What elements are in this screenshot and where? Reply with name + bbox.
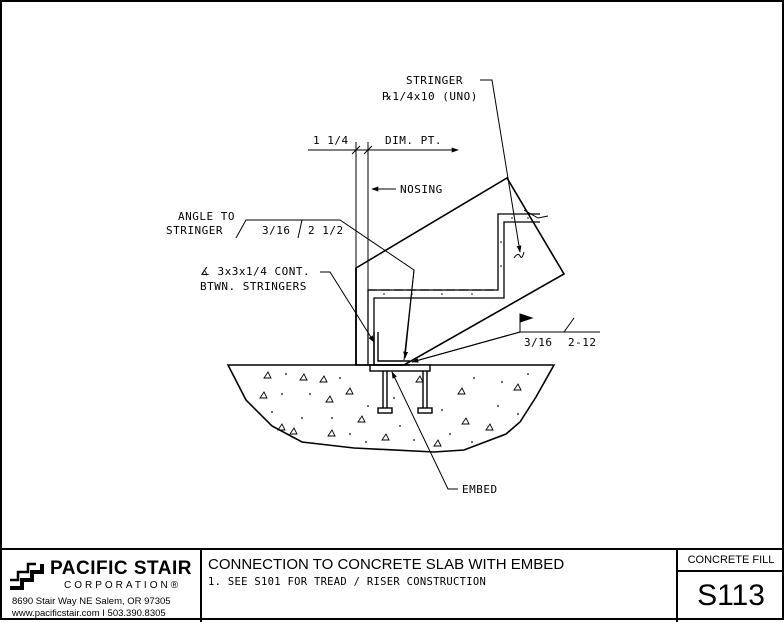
- nosing-label: NOSING: [400, 183, 443, 196]
- embed-leader: [391, 371, 458, 490]
- weld-leader-angle-to-embed: [411, 331, 521, 363]
- drawing-note: 1. SEE S101 FOR TREAD / RISER CONSTRUCTI…: [208, 576, 487, 588]
- dimension-1-1-4: [308, 142, 459, 290]
- angle-cont-label: ∡ 3x3x1/4 CONT.: [200, 265, 310, 278]
- drawing-title: CONNECTION TO CONCRETE SLAB WITH EMBED: [208, 556, 565, 573]
- continuous-angle: [373, 332, 410, 366]
- tread-riser-pan: [367, 209, 549, 365]
- angle-cont-stringers-label: BTWN. STRINGERS: [200, 280, 307, 293]
- concrete-slab: [226, 364, 556, 453]
- company-subtitle: CORPORATION®: [64, 580, 182, 591]
- weld-size-b-label: 3/16: [524, 336, 553, 349]
- company-info: PACIFIC STAIR CORPORATION® 8690 Stair Wa…: [2, 550, 202, 622]
- detail-category: CONCRETE FILL: [678, 550, 784, 572]
- stringer-label: STRINGER: [406, 74, 463, 87]
- stringer: [355, 176, 566, 366]
- company-name: PACIFIC STAIR: [50, 558, 192, 579]
- company-contact: www.pacificstair.com I 503.390.8305: [12, 608, 166, 619]
- concrete-fill-dots: [383, 217, 529, 295]
- weld-length-label: 2 1/2: [308, 224, 344, 237]
- embed-plate: [369, 364, 433, 414]
- weld-length-b-label: 2-12: [568, 336, 597, 349]
- title-block: PACIFIC STAIR CORPORATION® 8690 Stair Wa…: [2, 548, 784, 622]
- connection-detail-drawing: 1 1/4 DIM. PT. NOSING STRINGER ℞1/4x10 (…: [166, 74, 600, 496]
- stringer-leader: [480, 79, 522, 253]
- stringer-size-label: ℞1/4x10 (UNO): [382, 90, 478, 103]
- weld-leader-angle-to-stringer: [403, 269, 415, 359]
- weld-size-label: 3/16: [262, 224, 291, 237]
- sheet-number: S113: [697, 579, 765, 612]
- drawing-title-cell: CONNECTION TO CONCRETE SLAB WITH EMBED 1…: [202, 550, 678, 622]
- angle-to-label: ANGLE TO: [178, 210, 235, 223]
- stair-logo-icon: [10, 562, 44, 590]
- dim-pt-label: DIM. PT.: [385, 134, 442, 147]
- angle-to-stringer-label: STRINGER: [166, 224, 223, 237]
- sheet-info: CONCRETE FILL S113: [678, 550, 784, 622]
- dim-1-1-4-label: 1 1/4: [313, 134, 349, 147]
- company-address: 8690 Stair Way NE Salem, OR 97305: [12, 596, 171, 607]
- embed-label: EMBED: [462, 483, 498, 496]
- angle-cont-leader: [320, 271, 375, 343]
